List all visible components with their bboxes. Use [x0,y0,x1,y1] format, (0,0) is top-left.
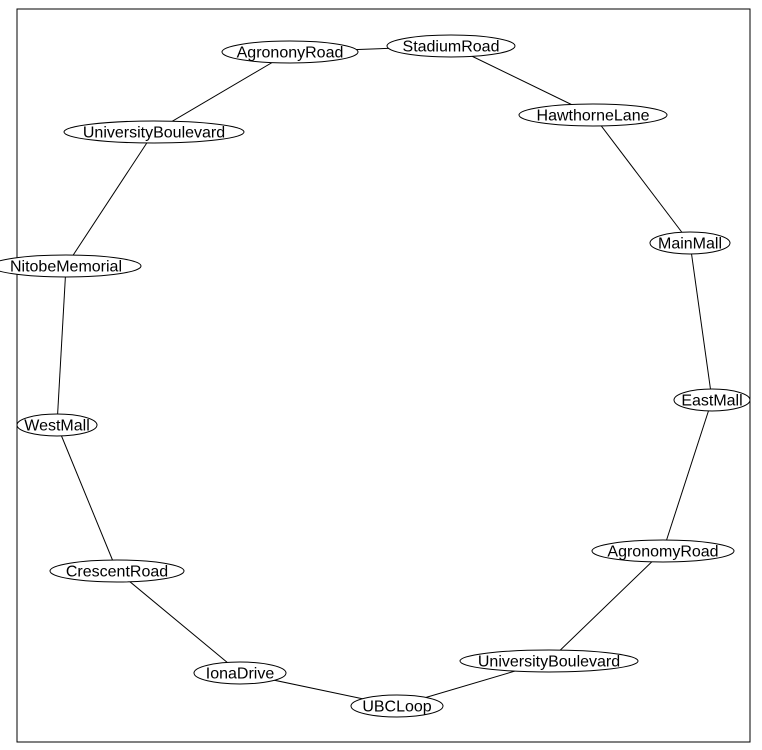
node-label: CrescentRoad [66,564,168,581]
node-ellipse [518,103,668,127]
node-label: StadiumRoad [403,39,500,56]
node-label: UBCLoop [362,699,431,716]
node-ellipse [386,34,516,58]
graph-node: UniversityBoulevard [63,120,245,144]
graph-node: StadiumRoad [386,34,516,58]
graph-node: AgronomyRoad [591,539,735,563]
edge-n12-n13 [65,131,155,267]
graph-node: NitobeMemorial [0,254,142,278]
node-label: UniversityBoulevard [83,125,225,142]
node-ellipse [63,120,245,144]
graph-node: HawthorneLane [518,103,668,127]
node-ellipse [591,539,735,563]
edge-n2-n3 [450,45,594,116]
edge-n6-n7 [548,550,664,662]
edge-n5-n6 [662,399,713,552]
edge-n4-n5 [689,242,713,401]
edge-n11-n12 [56,265,67,426]
node-label: WestMall [24,418,90,435]
node-ellipse [49,559,185,583]
node-label: EastMall [681,393,742,410]
edge-n3-n4 [592,114,691,244]
node-ellipse [350,694,444,718]
node-ellipse [221,40,359,64]
node-label: NitobeMemorial [10,259,122,276]
node-label: MainMall [658,236,722,253]
node-layer: AgrononyRoad StadiumRoadHawthorneLaneMain… [0,34,751,718]
node-ellipse [459,649,639,673]
graph-node: IonaDrive [193,661,287,685]
node-ellipse [193,661,287,685]
graph-node: CrescentRoad [49,559,185,583]
graph-node: AgrononyRoad [221,40,359,64]
node-label: IonaDrive [206,666,275,683]
graph-node: UniversityBoulevard [459,649,639,673]
node-ellipse [0,254,142,278]
edge-n10-n11 [56,424,118,572]
edge-n9-n10 [116,570,241,674]
node-label: AgronomyRoad [607,544,718,561]
graph-node: WestMall [16,413,98,437]
graph-node: EastMall [673,388,751,412]
node-ellipse [649,231,731,255]
graph-node: UBCLoop [350,694,444,718]
node-ellipse [673,388,751,412]
edge-n13-n1 [153,51,291,133]
node-label: HawthorneLane [537,108,650,125]
graph-node: MainMall [649,231,731,255]
node-label: AgrononyRoad [237,45,344,62]
node-label: UniversityBoulevard [478,654,620,671]
node-ellipse [16,413,98,437]
